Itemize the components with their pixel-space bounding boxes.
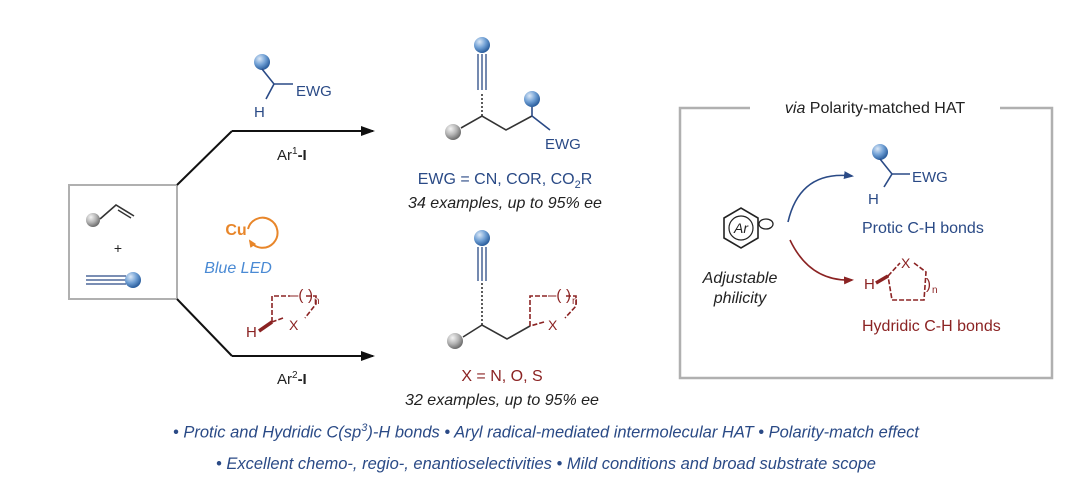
protic-ewg: EWG (912, 169, 948, 186)
hydridic-substrate: H X ) n Hydridic C-H bonds (862, 255, 1001, 335)
hydridic-x: X (901, 255, 911, 271)
blue-sphere-icon (474, 230, 490, 246)
alkyne-bond (86, 275, 126, 285)
copper-catalyst: Cu Blue LED (204, 216, 279, 277)
bullet-line-1: • Protic and Hydridic C(sp3)-H bonds • A… (172, 422, 920, 442)
radical-orbital-icon (758, 218, 774, 230)
bullet-line-2: • Excellent chemo-, regio-, enantioselec… (216, 455, 876, 473)
blue-sphere-icon (524, 91, 540, 107)
bottom-product-scope: X = N, O, S (461, 368, 542, 385)
gray-sphere-icon (86, 213, 100, 227)
bottom-product-x: X (548, 317, 558, 333)
hydridic-arrow (789, 239, 854, 285)
bottom-product: X –( ) n X = N, O, S 32 examples, up to … (405, 230, 599, 409)
blue-sphere-icon (474, 37, 490, 53)
svg-text:): ) (566, 287, 571, 304)
hydridic-h: H (864, 276, 875, 293)
protic-arrow (787, 171, 854, 223)
blue-sphere-icon (254, 54, 270, 70)
hat-box: via Polarity-matched HAT Ar Adjustable p… (678, 100, 1054, 380)
protic-h: H (868, 191, 879, 208)
gray-sphere-icon (445, 124, 461, 140)
blue-sphere-icon (872, 144, 888, 160)
bottom-product-examples: 32 examples, up to 95% ee (405, 392, 599, 409)
light-source: Blue LED (204, 260, 272, 277)
upper-branch-line (176, 130, 233, 186)
philicity-label: philicity (713, 290, 767, 307)
bottom-aryl-iodide: Ar2-I (277, 370, 307, 388)
bottom-reagent-h: H (246, 324, 257, 341)
blue-sphere-icon (125, 272, 141, 288)
hat-box-title: via Polarity-matched HAT (785, 100, 965, 117)
top-product-examples: 34 examples, up to 95% ee (408, 195, 602, 212)
svg-text:): ) (308, 287, 313, 304)
protic-label: Protic C-H bonds (862, 220, 984, 237)
adjustable-label: Adjustable (702, 270, 778, 287)
top-reagent-ewg: EWG (296, 83, 332, 100)
svg-text:–(: –( (548, 287, 561, 304)
aryl-radical: Ar Adjustable philicity (702, 207, 778, 307)
hydridic-n: n (932, 285, 938, 296)
cycle-arrow-icon (247, 216, 279, 249)
svg-text:): ) (926, 276, 931, 293)
bottom-reagent-n: n (314, 296, 320, 307)
catalyst-metal: Cu (225, 222, 246, 239)
bottom-reagent: H X –( ) n Ar2-I (246, 287, 320, 388)
bottom-product-n: n (572, 296, 578, 307)
top-product: EWG EWG = CN, COR, CO2R 34 examples, up … (408, 37, 602, 212)
top-aryl-iodide: Ar1-I (277, 146, 307, 164)
hydridic-label: Hydridic C-H bonds (862, 318, 1001, 335)
protic-substrate: EWG H Protic C-H bonds (862, 144, 984, 237)
svg-text:–(: –( (290, 287, 303, 304)
bottom-reagent-x: X (289, 317, 299, 333)
alkene-bond (99, 204, 135, 220)
reaction-scheme: + Cu Blue LED EWG H Ar1-I H X –( ) n Ar2… (68, 37, 1054, 409)
top-reagent-h: H (254, 104, 265, 121)
lower-branch-line (176, 298, 233, 357)
top-product-ewg: EWG (545, 136, 581, 153)
gray-sphere-icon (447, 333, 463, 349)
top-product-scope: EWG = CN, COR, CO2R (418, 171, 593, 191)
aryl-label: Ar (733, 220, 749, 236)
plus-sign: + (114, 240, 122, 256)
substrate-box: + (68, 184, 178, 300)
top-reagent: EWG H Ar1-I (254, 54, 332, 164)
